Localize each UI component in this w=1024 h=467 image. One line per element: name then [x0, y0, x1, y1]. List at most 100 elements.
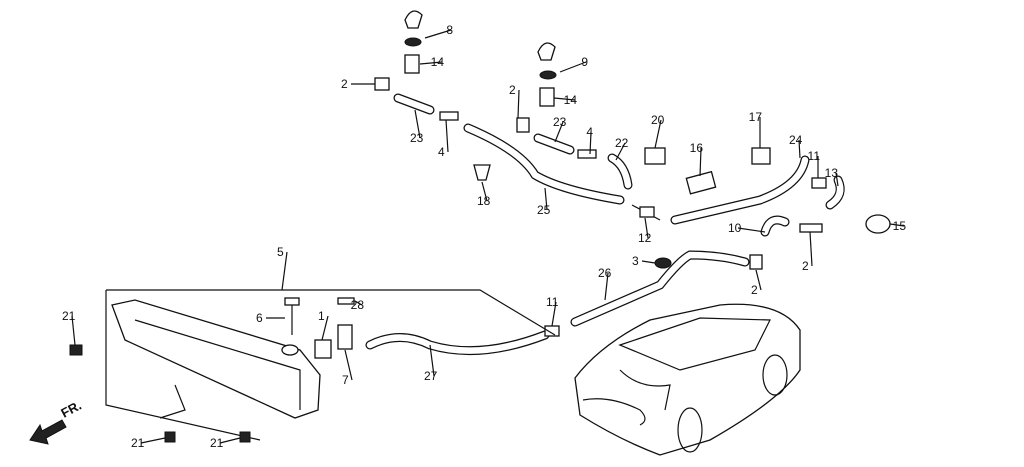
callout-25: 25: [537, 187, 551, 217]
callout-number: 14: [564, 93, 578, 107]
callout-number: 11: [546, 295, 559, 309]
callout-4: 4: [438, 119, 449, 159]
hose-23-right: [533, 133, 575, 155]
callout-number: 21: [62, 309, 76, 323]
clip-16: [685, 170, 717, 195]
callout-number: 24: [789, 133, 803, 147]
leader-line: [429, 344, 435, 377]
leader-line: [344, 349, 353, 381]
callout-number: 23: [553, 115, 567, 129]
callout-4: 4: [586, 125, 593, 155]
leader-line: [835, 172, 839, 187]
leader-line: [445, 119, 449, 153]
callout-5: 5: [277, 245, 288, 291]
callout-number: 14: [431, 55, 445, 69]
callout-number: 1: [318, 309, 325, 323]
callout-22: 22: [615, 136, 629, 161]
leader-line: [71, 315, 76, 346]
leader-line: [414, 109, 421, 139]
leader-line: [481, 181, 488, 202]
callout-17: 17: [749, 110, 762, 148]
leader-line: [809, 231, 813, 267]
callout-number: 11: [808, 149, 821, 163]
leader-line: [604, 272, 609, 301]
callout-6: 6: [256, 311, 285, 325]
callout-27: 27: [424, 344, 438, 383]
joint-2c: [799, 223, 823, 233]
callout-14: 14: [553, 93, 578, 107]
leader-line: [354, 300, 363, 306]
leader-line: [544, 187, 548, 211]
callout-2: 2: [802, 231, 813, 273]
callout-number: 12: [638, 231, 652, 245]
callout-23: 23: [410, 109, 424, 145]
clip-20: [644, 147, 666, 165]
callout-number: 15: [893, 219, 907, 233]
joint-2d: [749, 254, 763, 270]
leader-line: [281, 251, 288, 291]
callout-26: 26: [598, 266, 612, 301]
callout-number: 2: [802, 259, 809, 273]
hose-10: [760, 215, 790, 237]
callout-number: 8: [446, 23, 453, 37]
callout-number: 18: [477, 194, 491, 208]
hose-13: [825, 175, 845, 210]
leader-line: [589, 131, 592, 155]
callout-number: 21: [131, 436, 145, 450]
joint-2a: [374, 77, 390, 91]
callout-23: 23: [553, 115, 567, 143]
callout-2: 2: [341, 77, 375, 91]
clip-17: [751, 147, 771, 165]
connector-4a: [439, 111, 459, 121]
leader-line: [755, 269, 762, 291]
callout-12: 12: [638, 217, 652, 245]
leader-line: [419, 61, 443, 65]
callout-20: 20: [651, 113, 665, 149]
check-valve-12: [631, 204, 661, 221]
callout-number: 28: [351, 298, 365, 312]
connector-11: [811, 177, 827, 189]
hose-23-left: [393, 93, 435, 115]
leader-line: [641, 260, 656, 264]
callout-number: 27: [424, 369, 438, 383]
hose-22: [607, 153, 633, 190]
callout-8: 8: [424, 23, 453, 39]
callout-2: 2: [509, 83, 520, 119]
callout-21: 21: [62, 309, 76, 346]
leader-line: [554, 121, 564, 143]
connector-11b: [544, 325, 560, 337]
callout-21: 21: [210, 436, 241, 450]
nozzle-9: [537, 42, 557, 107]
leader-line: [889, 223, 905, 227]
leader-line: [699, 147, 702, 177]
leader-line: [551, 301, 557, 327]
car-illustration: [574, 303, 801, 456]
callout-number: 13: [825, 166, 839, 180]
callout-3: 3: [632, 254, 656, 268]
connector-4b: [577, 149, 597, 159]
leader-line: [615, 142, 626, 161]
callout-number: 25: [537, 203, 551, 217]
callout-7: 7: [342, 349, 353, 387]
callout-13: 13: [825, 166, 839, 187]
callout-number: 16: [690, 141, 704, 155]
callout-11: 11: [808, 149, 821, 178]
callout-number: 3: [632, 254, 639, 268]
callout-10: 10: [728, 221, 766, 235]
leader-line: [553, 97, 576, 101]
callout-15: 15: [889, 219, 907, 233]
callout-number: 2: [341, 77, 348, 91]
hose-26: [570, 250, 750, 327]
hose-25: [463, 123, 625, 205]
callout-number: 23: [410, 131, 424, 145]
front-label: FR.: [58, 398, 84, 421]
grommet-3: [654, 257, 672, 269]
leader-line: [140, 437, 166, 444]
leader-line: [424, 29, 452, 39]
callout-14: 14: [419, 55, 445, 69]
reservoir-assembly-5: [69, 289, 556, 443]
callout-11: 11: [546, 295, 559, 327]
hose-27: [365, 330, 550, 356]
callout-number: 4: [438, 145, 445, 159]
